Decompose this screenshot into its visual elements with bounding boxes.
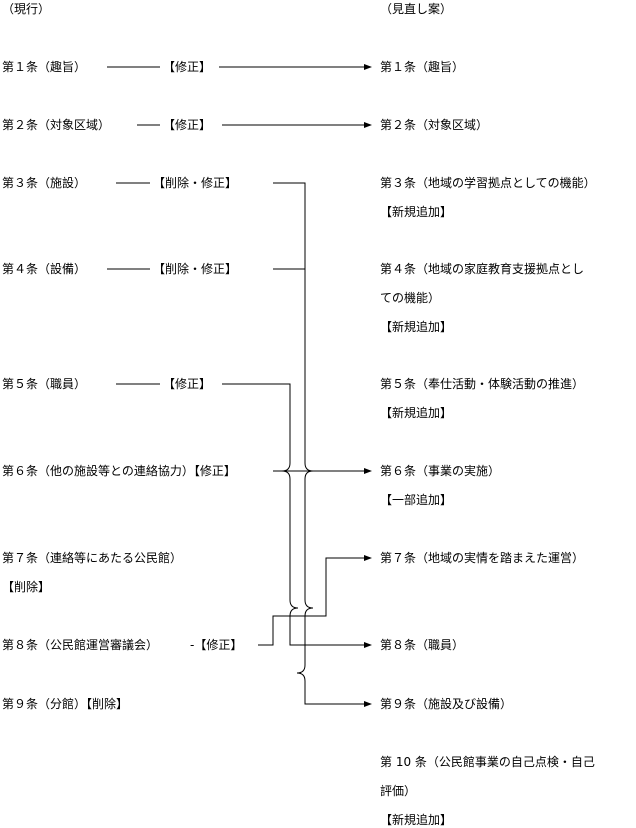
connector-5b — [222, 383, 291, 463]
arrow-to-revised-8 — [364, 642, 372, 648]
arrow-to-revised-2 — [364, 122, 372, 128]
revised-article-8: 第８条（職員） — [380, 638, 465, 652]
current-article-4: 第４条（設備） — [2, 262, 87, 276]
connector-3b — [273, 182, 306, 463]
revised-article-4-tag: 【新規追加】 — [380, 320, 453, 334]
arrow-to-revised-6 — [364, 468, 372, 474]
brace-3-4-to-9 — [296, 599, 366, 705]
current-header: （現行） — [2, 2, 51, 16]
current-article-9: 第９条（分館）【削除】 — [2, 697, 129, 711]
revised-article-10-line2: 評価） — [380, 784, 417, 798]
revised-article-7: 第７条（地域の実情を踏まえた運営） — [380, 551, 585, 565]
change-tag-2: 【修正】 — [163, 118, 212, 132]
revised-article-3-tag: 【新規追加】 — [380, 205, 453, 219]
revised-article-3: 第３条（地域の学習拠点としての機能） — [380, 176, 596, 190]
current-article-3: 第３条（施設） — [2, 176, 87, 190]
current-article-7-tag: 【削除】 — [2, 580, 51, 594]
current-article-1: 第１条（趣旨） — [2, 60, 87, 74]
revised-article-9: 第９条（施設及び設備） — [380, 697, 513, 711]
current-article-8: 第８条（公民館運営審議会） — [2, 638, 159, 652]
revised-article-2: 第２条（対象区域） — [380, 118, 489, 132]
revised-article-1: 第１条（趣旨） — [380, 60, 465, 74]
connector-8-to-revised-7 — [258, 557, 366, 646]
current-article-8-tag: -【修正】 — [190, 638, 243, 652]
current-article-6: 第６条（他の施設等との連絡協力）【修正】 — [2, 464, 236, 478]
revised-header: （見直し案） — [380, 2, 453, 16]
change-tag-1: 【修正】 — [163, 60, 212, 74]
revised-article-10-line1: 第 10 条（公民館事業の自己点検・自己 — [380, 755, 595, 769]
current-article-5: 第５条（職員） — [2, 377, 87, 391]
change-tag-3: 【削除・修正】 — [153, 176, 238, 190]
revised-article-4-line2: ての機能） — [380, 291, 441, 305]
brace-3-4-to-6 — [304, 462, 314, 600]
change-tag-4: 【削除・修正】 — [153, 262, 238, 276]
brace-5-to-8 — [289, 599, 366, 646]
arrow-to-revised-9 — [364, 701, 372, 707]
revised-article-5-tag: 【新規追加】 — [380, 406, 453, 420]
revised-article-10-tag: 【新規追加】 — [380, 813, 453, 827]
revised-article-6: 第６条（事業の実施） — [380, 464, 501, 478]
arrow-to-revised-1 — [364, 64, 372, 70]
revised-article-5: 第５条（奉仕活動・体験活動の推進） — [380, 377, 585, 391]
arrow-to-revised-7 — [364, 555, 372, 561]
current-article-7: 第７条（連絡等にあたる公民館） — [2, 551, 183, 565]
current-article-2: 第２条（対象区域） — [2, 118, 111, 132]
brace-5-to-6 — [281, 462, 291, 600]
revised-article-4-line1: 第４条（地域の家庭教育支援拠点とし — [380, 262, 585, 276]
revised-article-6-tag: 【一部追加】 — [380, 493, 453, 507]
change-tag-5: 【修正】 — [163, 377, 212, 391]
